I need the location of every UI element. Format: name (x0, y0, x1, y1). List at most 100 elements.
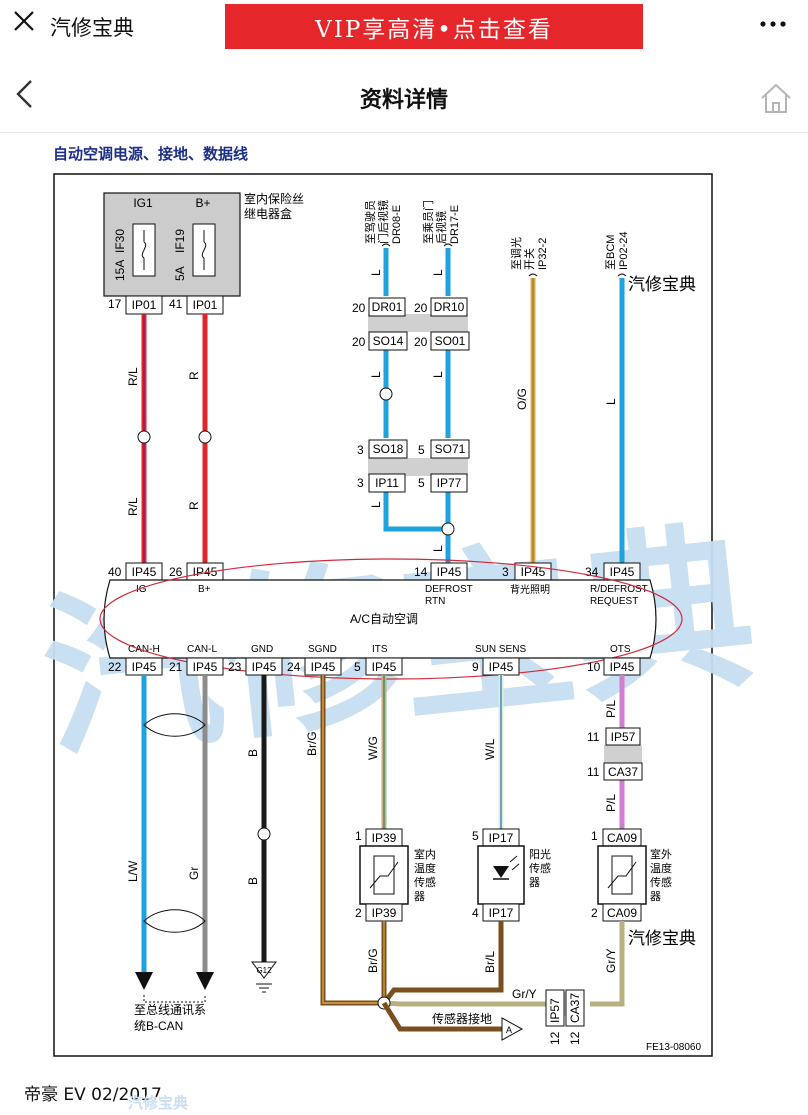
fuse2-amp: 5A (173, 266, 187, 281)
conn-ip39-a: IP39 (372, 831, 397, 845)
conn-ip45-3: IP45 (437, 565, 462, 579)
mod-pin-gnd: GND (251, 644, 273, 655)
pin-3-b: 3 (357, 476, 364, 490)
conn-ca37-b: CA37 (568, 993, 582, 1023)
conn-so14: SO14 (373, 334, 404, 348)
conn-ip45-9: IP45 (311, 660, 336, 674)
wire-b-1: B (246, 749, 260, 757)
conn-so71: SO71 (435, 442, 466, 456)
wire-l-6: L (431, 545, 445, 552)
conn-ip39-b: IP39 (372, 906, 397, 920)
conn-ca37-a: CA37 (608, 765, 638, 779)
fuse1-id: IF30 (113, 229, 127, 253)
pin-11-a: 11 (587, 730, 600, 744)
conn-so18: SO18 (373, 442, 404, 456)
mod-pin-request: REQUEST (590, 596, 638, 607)
mod-pin-rdefrost: R/DEFROST (590, 584, 648, 595)
home-icon[interactable] (758, 80, 794, 116)
module-name: A/C自动空调 (350, 612, 418, 626)
wire-gry-1: Gr/Y (604, 948, 618, 973)
conn-ip11: IP11 (375, 476, 399, 490)
conn-ip45-10: IP45 (372, 660, 397, 674)
wire-wl: W/L (483, 738, 497, 760)
pin-40: 40 (108, 565, 122, 579)
more-dots-icon[interactable] (755, 14, 791, 34)
conn-ip45-8: IP45 (252, 660, 277, 674)
fuse2-id: IF19 (173, 229, 187, 253)
wire-wg: W/G (366, 736, 380, 760)
ac-module (103, 579, 657, 659)
wire-rl-1: R/L (126, 367, 140, 386)
mod-pin-bplus: B+ (198, 584, 211, 595)
pin-4: 4 (472, 906, 479, 920)
fuse-box-label-2: 继电器盒 (244, 206, 292, 221)
pin-5-a: 5 (418, 443, 425, 457)
pin-3-a: 3 (357, 443, 364, 457)
conn-ip17-b: IP17 (489, 906, 514, 920)
fuse1-label: IG1 (133, 196, 153, 210)
ref-a: A (506, 1025, 512, 1035)
ground-g12: G12 (256, 966, 272, 975)
nav-bar: 资料详情 (0, 52, 808, 133)
fuse-box (103, 192, 241, 297)
conn-ip01-b: IP01 (193, 298, 218, 312)
bus-label-1: 至总线通讯系 (134, 1003, 206, 1017)
conn-stack-dr: 20 DR01 20 DR10 20 SO14 20 SO01 3 SO18 5… (352, 297, 470, 493)
chevron-left-icon[interactable] (12, 78, 36, 110)
fuse1-amp: 15A (113, 260, 127, 281)
wire-brg-1: Br/G (305, 731, 319, 756)
app-title: 汽修宝典 (50, 16, 134, 40)
watermark-small-1: 汽修宝典 (628, 275, 696, 294)
pin-24: 24 (287, 660, 301, 674)
footer-text: 帝豪 EV 02/2017 (24, 1085, 162, 1105)
conn-ip45-2: IP45 (193, 565, 218, 579)
wire-r-1: R (187, 371, 201, 380)
conn-ip57-a: IP57 (611, 730, 636, 744)
watermark-small-2: 汽修宝典 (628, 929, 696, 948)
pin-20-a: 20 (352, 301, 366, 315)
mod-pin-backlight: 背光照明 (510, 583, 550, 596)
wire-l-2: L (431, 269, 445, 276)
dest-pass-3: DR17-E (449, 205, 461, 244)
sun-label-2: 传感 (529, 862, 551, 875)
close-icon[interactable] (12, 9, 36, 33)
diagram-subtitle: 自动空调电源、接地、数据线 (53, 145, 249, 163)
conn-ip45-4: IP45 (521, 565, 546, 579)
pin-26: 26 (169, 565, 183, 579)
dest-pass-1: 至乘员门 (421, 200, 435, 244)
indoor-temp-sensor: 1 IP39 2 IP39 室内 温度 传感 器 (355, 828, 436, 922)
conn-ip17-a: IP17 (489, 831, 514, 845)
wire-l-4: L (431, 371, 445, 378)
pin-41: 41 (169, 297, 183, 311)
pin-3-c: 3 (502, 565, 509, 579)
conn-ip45-6: IP45 (132, 660, 157, 674)
page-title: 资料详情 (359, 88, 448, 113)
conn-ip45-12: IP45 (610, 660, 635, 674)
bottom-connectors: 22 IP45 21 IP45 23 IP45 24 IP45 5 IP45 9… (108, 657, 641, 676)
wire-pl-2: P/L (604, 794, 618, 812)
wire-l-1: L (369, 269, 383, 276)
pin-5-c: 5 (354, 660, 361, 674)
dest-driver-2: 门后视镜 (376, 200, 390, 244)
conn-ca09-a: CA09 (607, 831, 637, 845)
bus-label-2: 统B-CAN (134, 1019, 183, 1033)
pin-10: 10 (587, 660, 601, 674)
sun-label-1: 阳光 (529, 847, 551, 861)
conn-ip45-7: IP45 (193, 660, 218, 674)
wire-pl-1: P/L (604, 700, 618, 718)
pin-20-d: 20 (414, 335, 428, 349)
app-top-bar: 汽修宝典 VIP享高清•点击查看 (0, 0, 808, 52)
highlight-ellipse (99, 558, 683, 680)
pin-1-b: 1 (591, 829, 598, 843)
wire-og: O/G (515, 388, 529, 410)
fuse2-label: B+ (195, 196, 210, 210)
vip-banner-button[interactable]: VIP享高清•点击查看 (225, 4, 643, 49)
wire-brg-2: Br/G (366, 948, 380, 973)
indoor-label-1: 室内 (414, 847, 436, 861)
figure-code: FE13-08060 (646, 1042, 701, 1053)
outdoor-label-3: 传感 (650, 876, 672, 889)
wire-rl-2: R/L (126, 497, 140, 516)
conn-dr10: DR10 (434, 300, 465, 314)
dest-bcm-2: IP02-24 (618, 231, 630, 270)
